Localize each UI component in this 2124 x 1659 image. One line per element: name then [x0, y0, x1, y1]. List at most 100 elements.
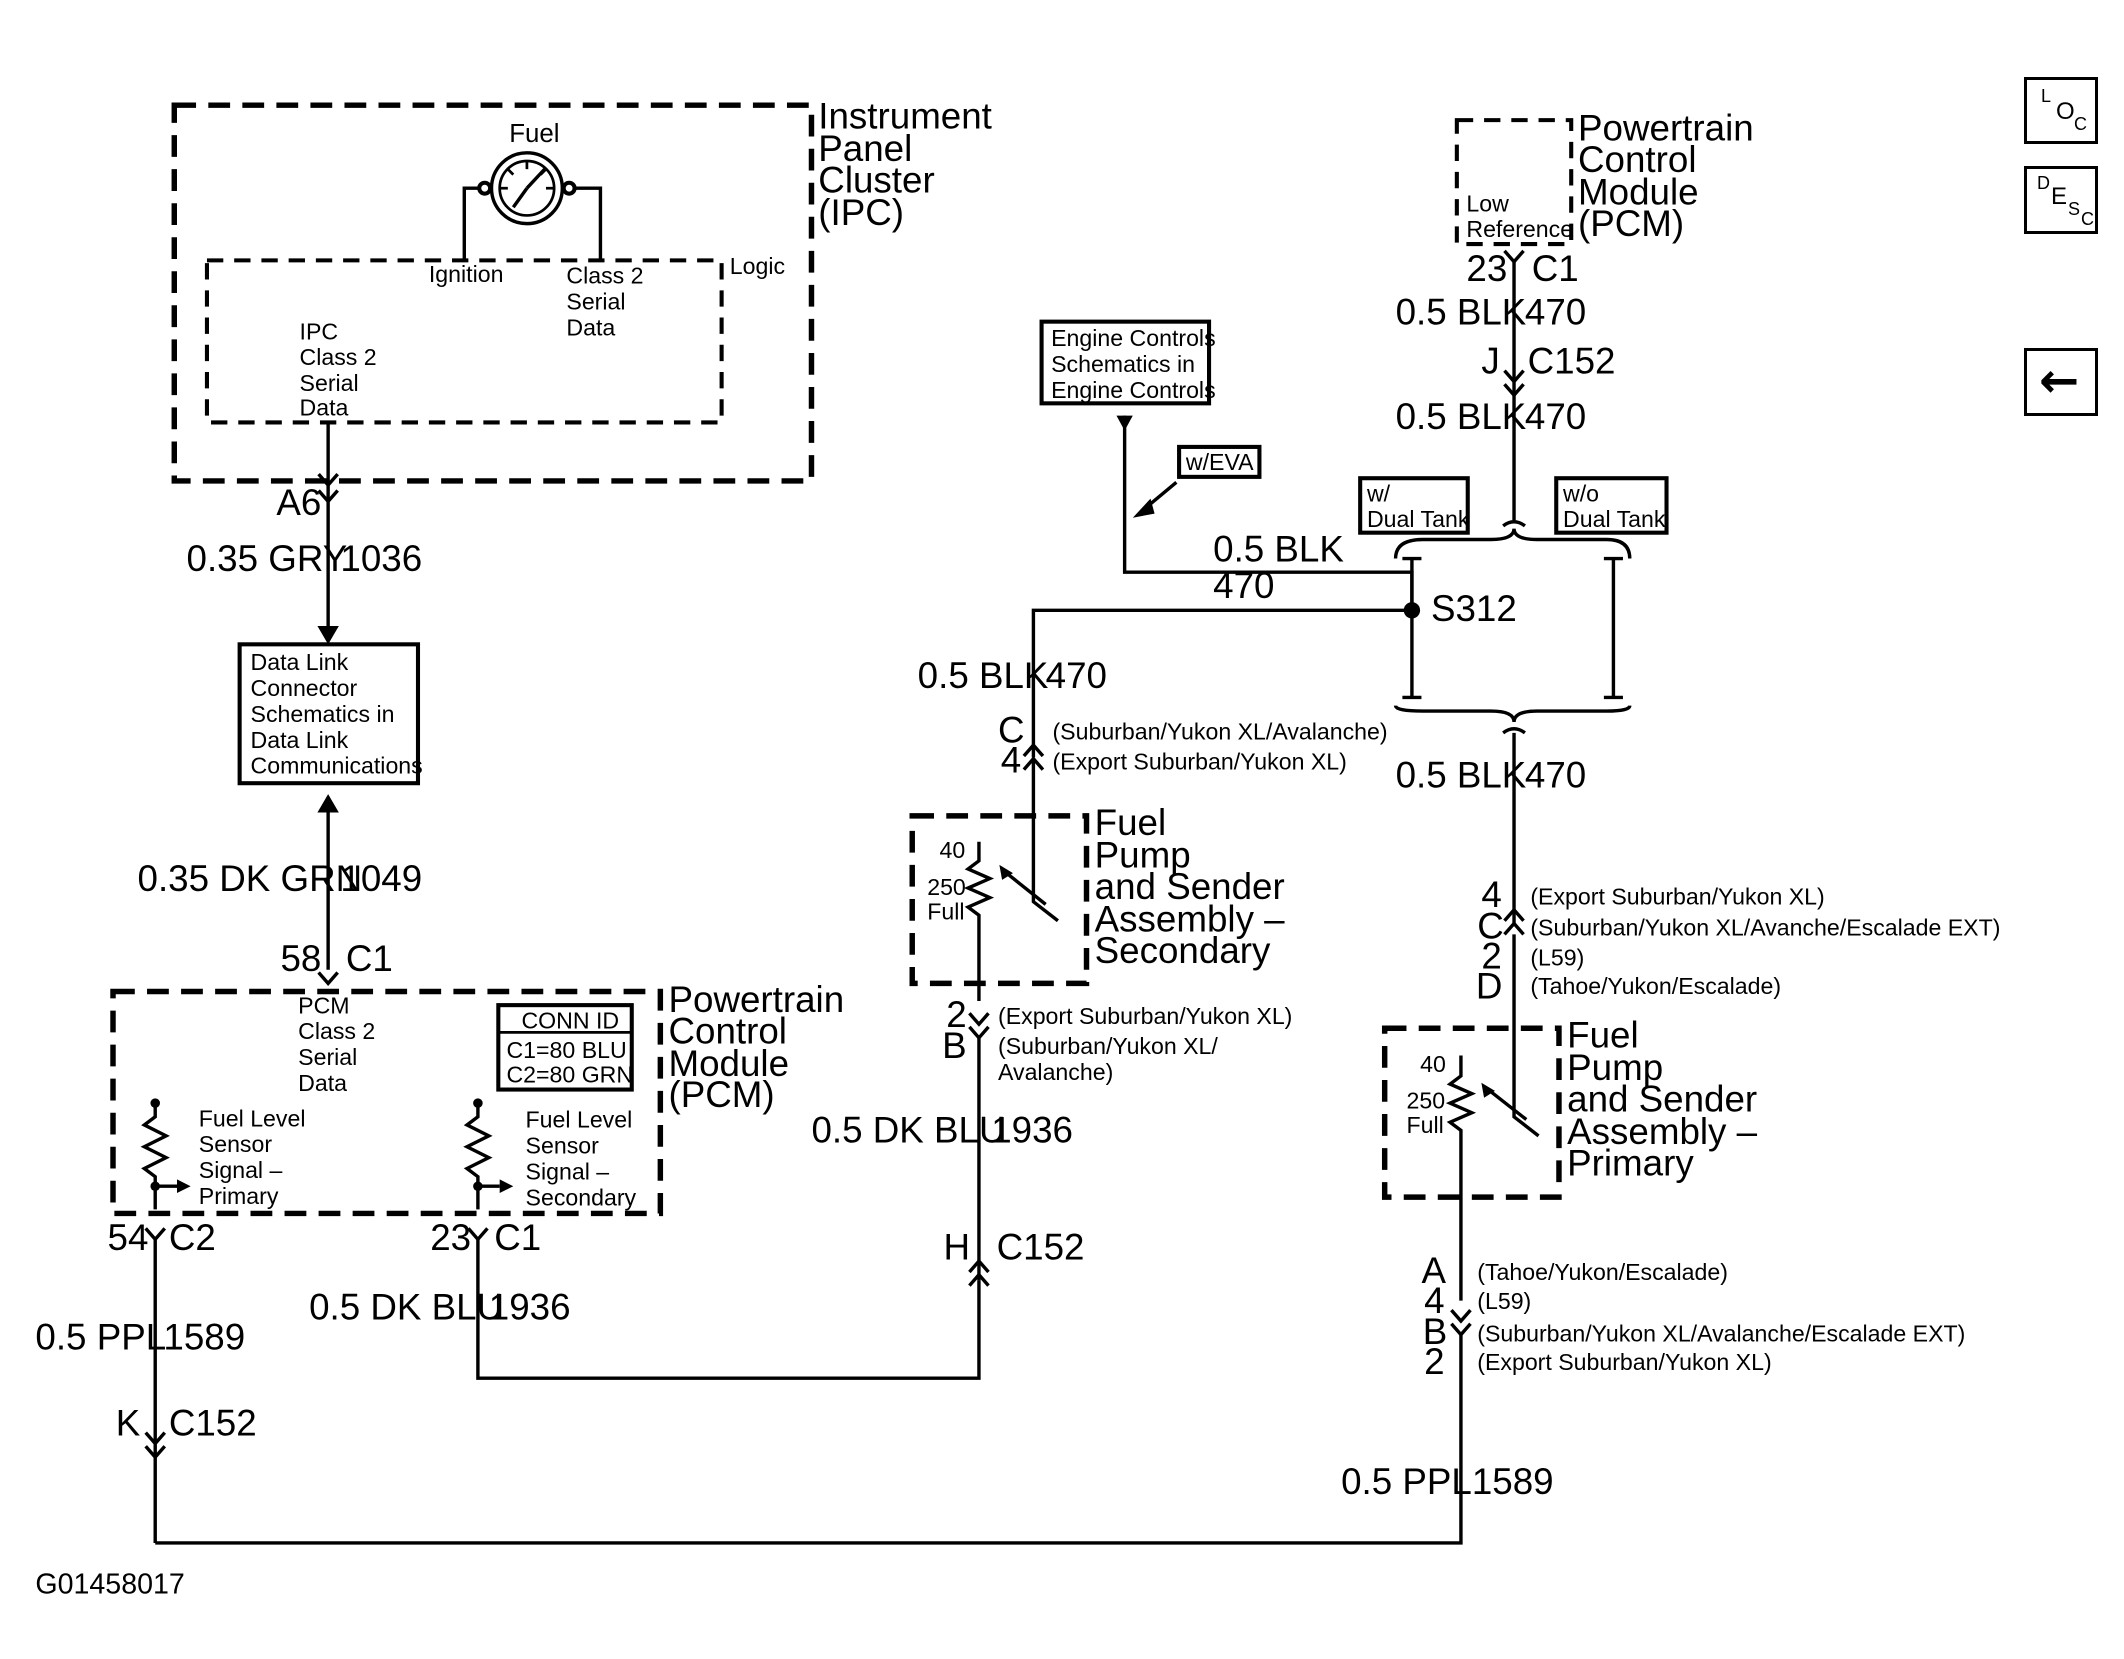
pcm-class2-1: PCM	[298, 992, 349, 1018]
wire-1049-gauge: 0.35 DK GRN	[138, 858, 363, 899]
dlc-line-4: Data Link	[251, 727, 349, 753]
wire-1936-mid-circuit: 1936	[991, 1110, 1073, 1151]
sensor-primary-2: Sensor	[199, 1131, 273, 1157]
prim-bot-note-2: (L59)	[1477, 1288, 1531, 1314]
wire-1589-bottom	[155, 1334, 1463, 1545]
wire-1589-right-gauge: 0.5 PPL	[1341, 1461, 1472, 1502]
sec-bot-note-b-1: (Suburban/Yukon XL/	[998, 1033, 1218, 1059]
pcm-class2-4: Data	[298, 1070, 347, 1096]
pcm-right-wire2-gauge: 0.5 BLK	[1396, 396, 1527, 437]
pump-prim-title-4: Assembly –	[1567, 1111, 1758, 1152]
ipc-class2-2: Class 2	[300, 344, 377, 370]
engine-box-2: Schematics in	[1051, 351, 1195, 377]
blk-primary-circuit: 470	[1525, 754, 1586, 795]
wire-1936-bottom	[476, 1239, 981, 1380]
sensor-secondary-2: Sensor	[526, 1133, 600, 1159]
pump-primary-wiper-icon	[1487, 1088, 1528, 1121]
pcm-left-title-2: Control	[669, 1010, 787, 1051]
eva-option-box: w/EVA	[1177, 444, 1262, 479]
c152-pin-k: K	[116, 1402, 141, 1443]
c152-conn-left: C152	[169, 1402, 257, 1443]
wire-1936-bottom-circuit: 1936	[489, 1287, 571, 1328]
ipc-title-3: Cluster	[818, 159, 934, 200]
sensor-secondary-1: Fuel Level	[526, 1107, 633, 1133]
without-dual-2: Dual Tank	[1563, 506, 1666, 532]
low-ref-1: Low	[1466, 190, 1509, 216]
pump-sec-title-5: Secondary	[1095, 930, 1271, 971]
blk-secondary-circuit: 470	[1046, 655, 1107, 696]
dlc-line-3: Schematics in	[251, 701, 395, 727]
prim-top-pin-1: 4	[1481, 874, 1501, 915]
prim-bot-pin-1: A	[1421, 1250, 1446, 1291]
pcm-right-module: Powertrain Control Module (PCM) Low Refe…	[1454, 108, 1754, 247]
prim-top-note-3: (L59)	[1530, 945, 1584, 971]
pcm-right-wire1-gauge: 0.5 BLK	[1396, 291, 1527, 332]
figure-id: G01458017	[35, 1568, 184, 1600]
option-brace-bottom	[1393, 705, 1632, 723]
conn-id-box: CONN ID C1=80 BLU C2=80 GRN	[496, 1003, 634, 1092]
sensor-primary-1: Fuel Level	[199, 1105, 306, 1131]
wire-1036-circuit: 1036	[340, 538, 422, 579]
pcm-right-title-1: Powertrain	[1578, 108, 1754, 149]
sec-bot-note-b-2: Avalanche)	[998, 1059, 1113, 1085]
prim-top-note-4: (Tahoe/Yukon/Escalade)	[1530, 973, 1781, 999]
back-arrow-icon: ←	[2039, 353, 2080, 409]
connector-h-icon	[968, 1258, 990, 1274]
engine-controls-reference-box[interactable]: Engine Controls Schematics in Engine Con…	[1039, 319, 1216, 406]
desc-e: E	[2051, 183, 2068, 210]
pcm-left-title-3: Module	[669, 1043, 790, 1084]
pcm-right-title-4: (PCM)	[1578, 203, 1684, 244]
prim-top-note-1: (Export Suburban/Yukon XL)	[1530, 883, 1824, 909]
splice-label: S312	[1431, 588, 1517, 629]
desc-c: C	[2081, 209, 2094, 229]
connector-a6-icon	[317, 473, 339, 488]
sensor-primary-3: Signal –	[199, 1157, 283, 1183]
connector-k-icon	[144, 1431, 167, 1447]
dlc-line-5: Communications	[251, 753, 423, 779]
blk-top-circuit: 470	[1213, 565, 1274, 606]
loc-l: L	[2041, 86, 2052, 106]
eva-arrow-icon	[1132, 498, 1155, 518]
pump-prim-r250: 250	[1406, 1088, 1445, 1114]
pcm-conn-c1: C1	[494, 1217, 541, 1258]
sec-bot-note-2: (Export Suburban/Yukon XL)	[998, 1003, 1292, 1029]
arrow-up-icon	[317, 794, 339, 813]
fuel-gauge-label: Fuel	[509, 120, 559, 148]
pcm-left-boundary	[110, 988, 664, 1217]
desc-button[interactable]: D E S C	[2024, 166, 2098, 234]
ipc-boundary	[171, 102, 815, 484]
connector-primary-top-icon	[1503, 907, 1525, 922]
prim-bot-pin-4: 2	[1424, 1341, 1444, 1382]
pcm-left-title-1: Powertrain	[669, 979, 845, 1020]
pump-primary-boundary	[1381, 1025, 1562, 1200]
ipc-module: Instrument Panel Cluster (IPC) Fuel Logi…	[171, 95, 992, 484]
pump-sec-full: Full	[927, 898, 964, 924]
with-dual-2: Dual Tank	[1367, 506, 1470, 532]
sensor-secondary-arrow-icon	[499, 1179, 514, 1194]
pcm-right-wire1-circuit: 470	[1525, 291, 1586, 332]
pump-prim-title-5: Primary	[1567, 1142, 1694, 1183]
with-dual-tank-box: w/ Dual Tank	[1358, 476, 1470, 535]
class2-label-3: Data	[566, 314, 615, 340]
ipc-logic-boundary	[204, 258, 724, 425]
without-dual-tank-box: w/o Dual Tank	[1554, 476, 1669, 535]
connector-j-icon	[1503, 369, 1525, 385]
loc-c: C	[2074, 114, 2087, 134]
pcm-pin-58: 58	[280, 938, 321, 979]
fuel-pump-secondary: Fuel Pump and Sender Assembly – Secondar…	[909, 802, 1285, 1002]
pcm-pin-54: 54	[108, 1217, 149, 1258]
dlc-line-1: Data Link	[251, 649, 349, 675]
back-button[interactable]: ←	[2024, 348, 2098, 416]
dlc-reference-box[interactable]: Data Link Connector Schematics in Data L…	[237, 642, 423, 786]
loc-button[interactable]: L O C	[2024, 77, 2098, 144]
pcm-conn-c2: C2	[169, 1217, 216, 1258]
with-dual-1: w/	[1366, 480, 1391, 506]
ipc-title-2: Panel	[818, 128, 912, 169]
sec-note-4: (Export Suburban/Yukon XL)	[1052, 749, 1346, 775]
arrow-down-icon	[317, 625, 339, 645]
pump-sec-r250: 250	[927, 874, 966, 900]
sensor-primary-4: Primary	[199, 1183, 279, 1209]
sec-pin-4: 4	[1001, 739, 1021, 780]
desc-d: D	[2037, 173, 2050, 193]
prim-bot-note-4: (Export Suburban/Yukon XL)	[1477, 1349, 1771, 1375]
